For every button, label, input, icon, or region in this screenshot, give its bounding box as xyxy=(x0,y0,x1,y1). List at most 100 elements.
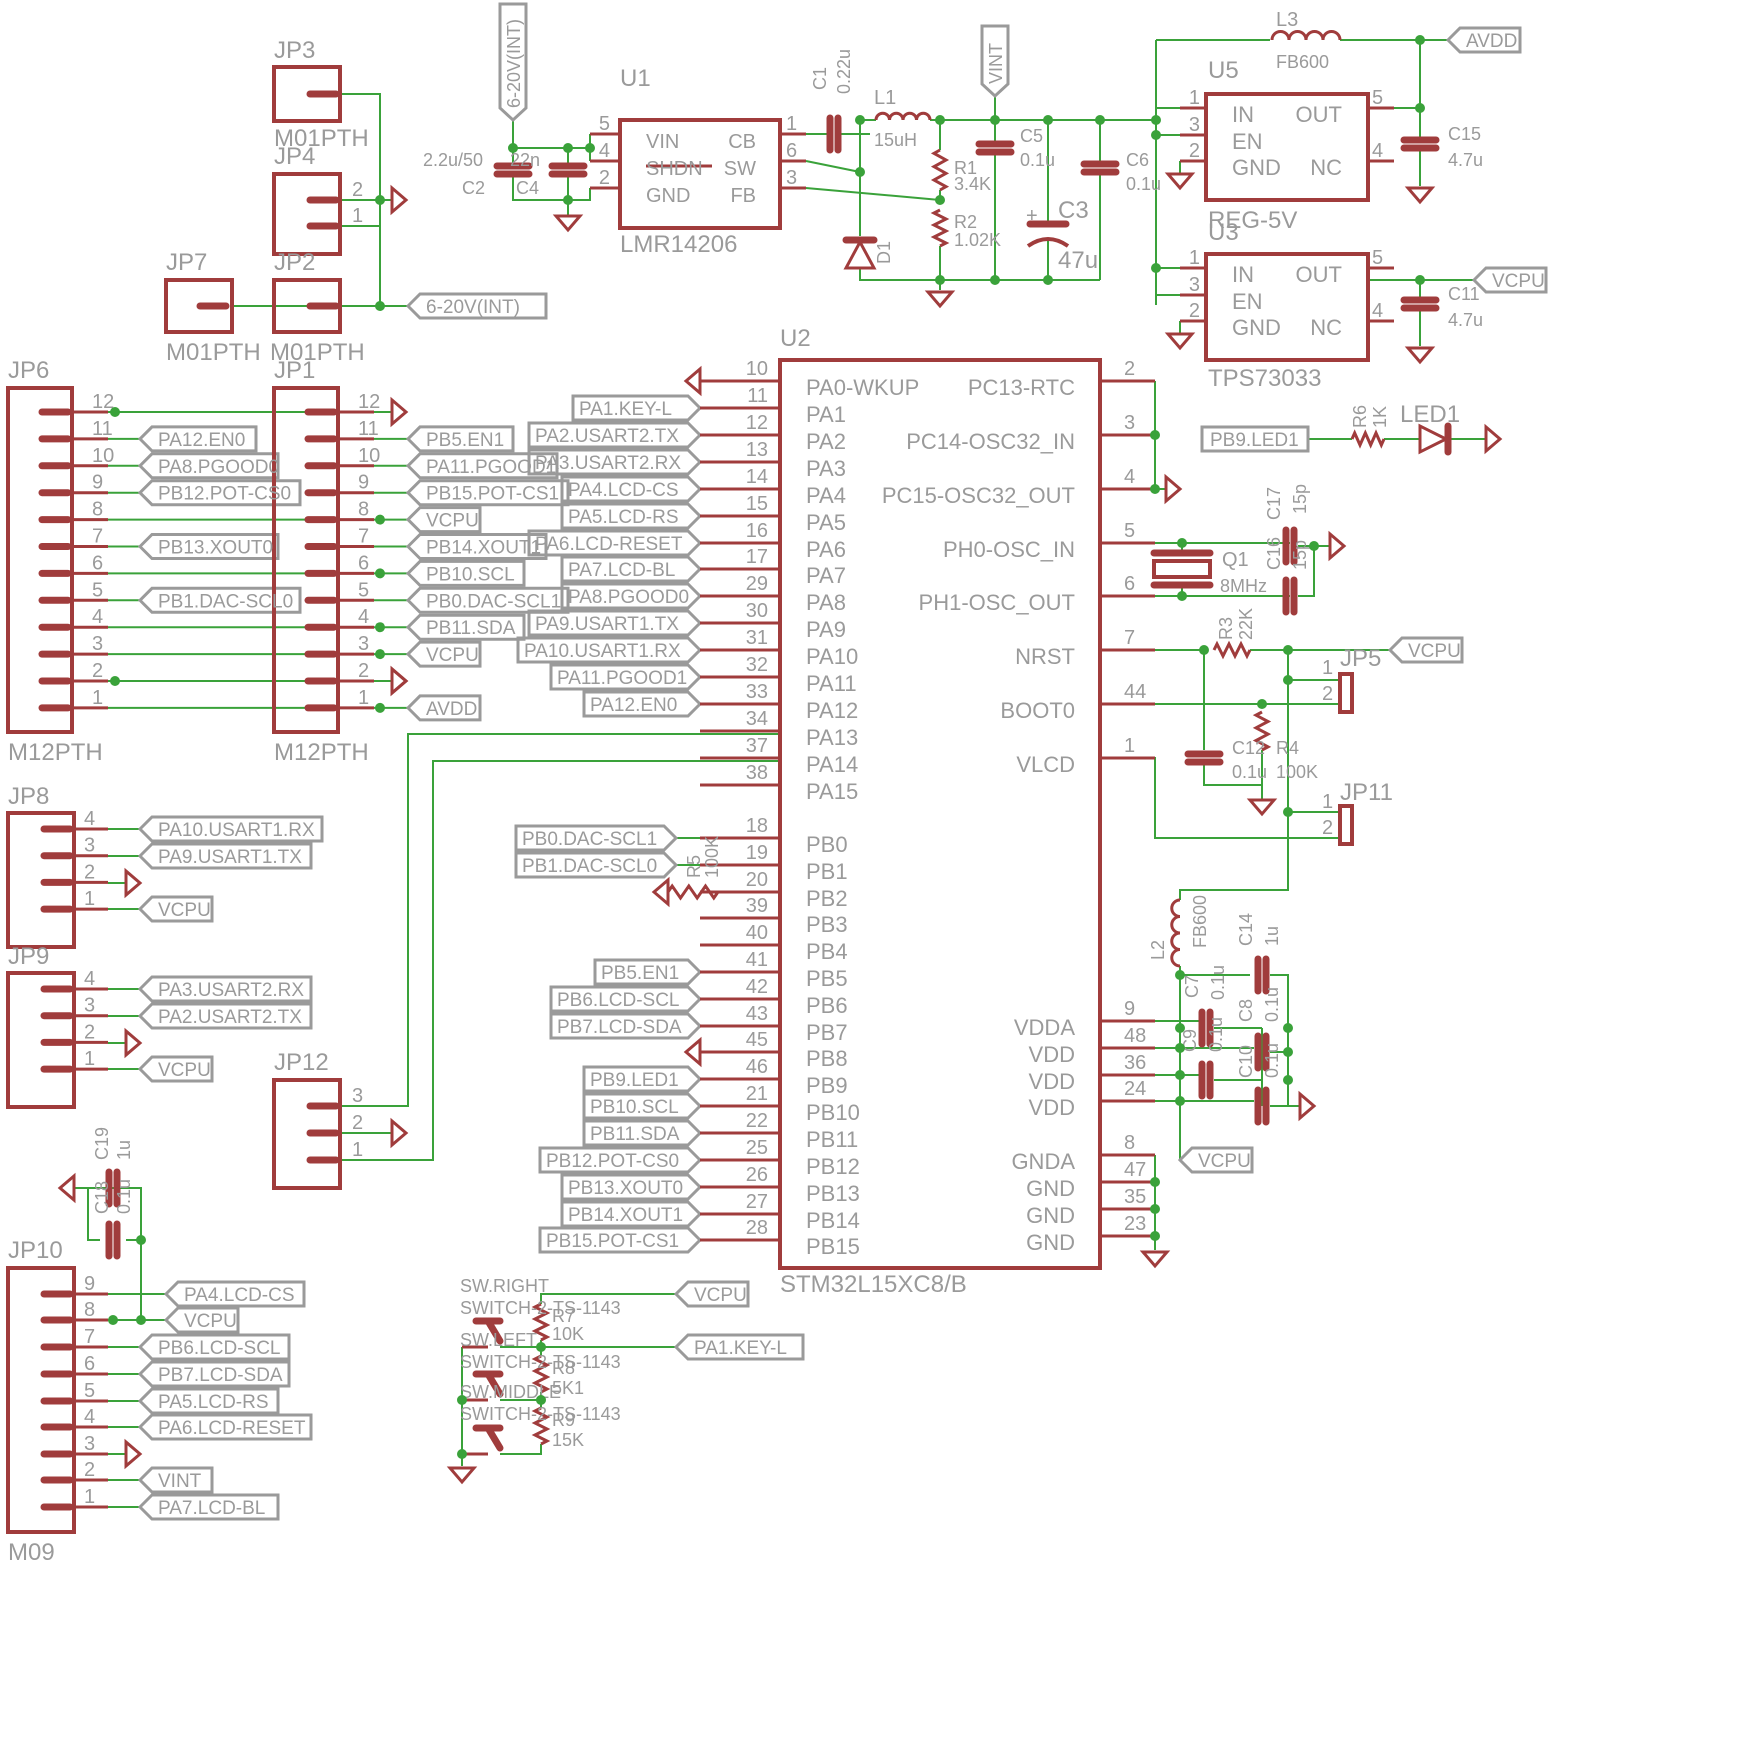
u2-pin-num: 41 xyxy=(746,949,768,971)
u2-PA2.USART2.TX-label-text: PA2.USART2.TX xyxy=(535,426,679,447)
u2-pin-num: 44 xyxy=(1124,681,1146,703)
u2-pin-name: PA7 xyxy=(806,563,846,588)
u2-pin-name: PB10 xyxy=(806,1100,860,1125)
junction-dot xyxy=(110,676,120,686)
c5-value: 0.1u xyxy=(1020,150,1055,170)
sw_middle xyxy=(484,1424,504,1452)
jp10-l3-label-text: PB7.LCD-SDA xyxy=(158,1365,283,1386)
junction-dot xyxy=(1309,541,1319,551)
sw_middle-value: SWITCH-2-TS-1143 xyxy=(460,1404,621,1424)
junction-dot xyxy=(375,568,385,579)
c15-name: C15 xyxy=(1448,124,1481,144)
jp8-pin-num: 4 xyxy=(84,808,95,830)
sw_left-value: SWITCH-2-TS-1143 xyxy=(460,1352,621,1372)
d1-name: D1 xyxy=(874,241,894,264)
jp6-pin-num: 6 xyxy=(92,552,103,574)
r9-name: R9 xyxy=(552,1410,575,1430)
l2-value: FB600 xyxy=(1190,895,1210,948)
wire xyxy=(512,174,591,201)
u2-PB14.XOUT1-label-text: PB14.XOUT1 xyxy=(568,1205,683,1226)
ground-symbol xyxy=(1164,473,1183,505)
jp1-PA11.PGOOD1-label xyxy=(405,452,559,480)
u2-pin-name: GNDA xyxy=(1011,1149,1075,1174)
u2-pin-name: NRST xyxy=(1015,644,1075,669)
jp8-l0-label xyxy=(137,815,324,843)
u3-pin-num: 3 xyxy=(1189,274,1200,296)
junction-dot xyxy=(136,1315,146,1325)
u2-PA5.LCD-RS-label-text: PA5.LCD-RS xyxy=(568,507,679,528)
r2-name: R2 xyxy=(954,212,977,232)
junction-dot xyxy=(1415,35,1425,45)
u5-pin-num: 1 xyxy=(1189,87,1200,109)
u2-PB7.LCD-SDA-label xyxy=(549,1012,703,1040)
jp2-outline xyxy=(272,278,342,334)
jp1-PB10.SCL-label xyxy=(405,559,526,587)
u2-pin-name: PA11 xyxy=(806,671,857,696)
jp1-VCPU-label-text: VCPU xyxy=(426,645,479,666)
u2-PB1.DAC-SCL0-label xyxy=(514,851,679,879)
u2-PA6.LCD-RESET-label-text: PA6.LCD-RESET xyxy=(535,534,683,555)
u1-pin-name: GND xyxy=(646,185,690,207)
u2-PB9.LED1-label xyxy=(582,1065,703,1093)
ground-symbol xyxy=(446,1466,478,1485)
u2-pin-name: PA15 xyxy=(806,779,858,804)
jp1-PB15.POT-CS1-label-text: PB15.POT-CS1 xyxy=(426,484,559,505)
vint-tag-text: VINT xyxy=(986,43,1006,84)
jp6-pin-num: 3 xyxy=(92,633,103,655)
r8-value: 5K1 xyxy=(552,1378,584,1398)
u2-PA6.LCD-RESET-label xyxy=(527,529,703,557)
jp8-pin-num: 2 xyxy=(84,861,95,883)
jp10-pin-num: 3 xyxy=(84,1433,95,1455)
u1-pin-name: SHDN xyxy=(646,158,703,180)
jp6-outline xyxy=(6,386,74,734)
jp1-name: JP1 xyxy=(274,357,315,384)
jp6-pin-num: 1 xyxy=(92,687,103,709)
jp12-pin-num: 3 xyxy=(352,1085,363,1107)
u2-pin-num: 19 xyxy=(746,842,768,864)
jp1-PB0.DAC-SCL1-label xyxy=(405,586,570,614)
junction-dot xyxy=(1175,1023,1185,1033)
jp11-name: JP11 xyxy=(1340,779,1393,806)
u3-pin-num: 5 xyxy=(1372,247,1383,269)
c17-name: C17 xyxy=(1264,487,1284,520)
c17-value: 15p xyxy=(1290,484,1310,514)
jp6-PA8.PGOOD0-label xyxy=(137,452,280,480)
u2-PA3.USART2.RX-label-text: PA3.USART2.RX xyxy=(535,453,681,474)
r3-value: 22K xyxy=(1236,608,1256,640)
pb9-led1-label-text: PB9.LED1 xyxy=(1210,430,1299,451)
u2-PA5.LCD-RS-label xyxy=(560,502,703,530)
jp10-pin-num: 2 xyxy=(84,1459,95,1481)
u2-pin-name: PB11 xyxy=(806,1127,858,1152)
c4-name: C4 xyxy=(516,178,539,198)
u2-pin-num: 21 xyxy=(746,1083,768,1105)
vin-tag xyxy=(498,2,528,123)
ground-symbol xyxy=(1484,423,1503,455)
ground-symbol xyxy=(683,1036,702,1068)
ground-symbol xyxy=(683,365,702,397)
u2-pin-name: PA14 xyxy=(806,752,858,777)
c14-value: 1u xyxy=(1262,926,1282,946)
u2-PA3.USART2.RX-label xyxy=(527,448,703,476)
u2-pin-name: VDDA xyxy=(1014,1015,1075,1040)
jp10-pin-num: 8 xyxy=(84,1299,95,1321)
jp10-l0-label xyxy=(163,1280,306,1308)
jp8-l1-label xyxy=(137,842,313,870)
u2-pin-name: PB14 xyxy=(806,1208,860,1233)
jp10-l7-label xyxy=(137,1493,280,1521)
u2-PB11.SDA-label xyxy=(582,1119,703,1147)
jp10-l6-label-text: VINT xyxy=(158,1471,202,1492)
junction-dot xyxy=(1043,275,1053,285)
c19-name: C19 xyxy=(92,1127,112,1160)
u2-pin-num: 16 xyxy=(746,520,768,542)
u5-pin-name: OUT xyxy=(1296,102,1342,127)
ground-symbol xyxy=(1246,798,1278,817)
jp6-PA8.PGOOD0-label-text: PA8.PGOOD0 xyxy=(158,457,279,478)
led1 xyxy=(1418,423,1450,455)
c6-name: C6 xyxy=(1126,150,1149,170)
u2-pin-name: PB9 xyxy=(806,1073,848,1098)
jp6-pin-num: 8 xyxy=(92,499,103,521)
jp3-name: JP3 xyxy=(274,37,315,64)
u2-PA1.KEY-L-label-text: PA1.KEY-L xyxy=(579,399,672,420)
ground-symbol xyxy=(1164,172,1196,191)
junction-dot xyxy=(375,622,385,633)
